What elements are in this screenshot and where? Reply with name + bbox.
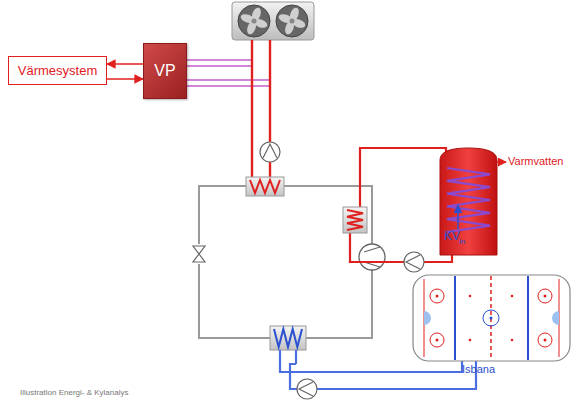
pump-symbol [260, 142, 280, 162]
node-label: Värmesystem [18, 63, 97, 78]
compressor [359, 244, 385, 270]
rink-label: Isbana [462, 363, 495, 375]
dry-cooler [232, 2, 314, 40]
desuperheater-exchanger [343, 207, 367, 233]
heat-pump-pipes [187, 60, 270, 86]
pump-symbol [297, 379, 317, 399]
expansion-valve [192, 244, 206, 264]
credit-note: Illustration Energi- & Kylanalys [20, 389, 129, 398]
pipe-arrow [107, 63, 143, 65]
hot-water-pipes [350, 148, 452, 262]
condenser-exchanger [246, 177, 284, 196]
evaporator-exchanger [270, 326, 306, 350]
refrigerant-loop [199, 186, 372, 338]
pump-symbol [404, 252, 424, 272]
pipe-arrow [107, 78, 143, 80]
hot-water-tank [440, 148, 506, 255]
inlet-label: KV [444, 230, 460, 243]
ice-rink [413, 275, 570, 361]
outlet-label: Varmvatten [508, 155, 563, 167]
node-label: VP [154, 62, 175, 80]
system-box: Värmesystem [8, 56, 107, 85]
heat-pump-box: VP [143, 43, 187, 99]
inlet-subscript: in [459, 238, 465, 247]
